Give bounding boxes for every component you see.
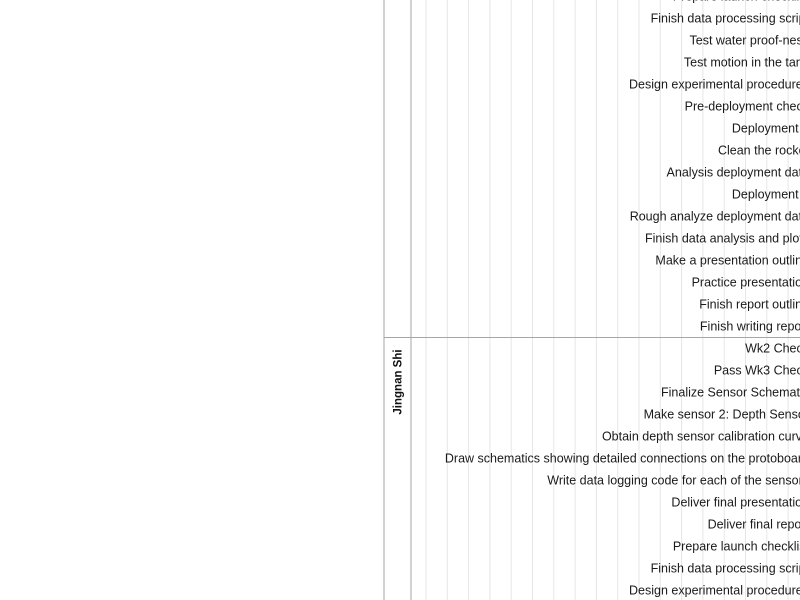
task-label: Finish writing report [700, 320, 800, 334]
task-label: Finish data processing script [651, 562, 800, 576]
task-label: Wk2 Check [745, 342, 800, 356]
task-label: Finish report outline [699, 298, 800, 312]
task-label: Finish data analysis and plots [645, 232, 800, 246]
task-label: Prepare launch checklist [673, 540, 800, 554]
task-label: Deployment 2 [732, 188, 800, 202]
task-label: Test water proof-ness [690, 34, 800, 48]
task-label: Practice presentation [692, 276, 800, 290]
time-grid [425, 0, 789, 600]
task-label: Pre-deployment check [685, 100, 800, 114]
task-label: Finish data processing script [651, 12, 800, 26]
task-label: Draw schematics showing detailed connect… [445, 452, 800, 466]
task-label: Make sensor 2: Depth Sensor [644, 408, 800, 422]
task-label: Clean the rocket [718, 144, 800, 158]
person-label: Jingnan Shi [393, 349, 405, 414]
task-label: Design experimental procedures [629, 584, 800, 598]
task-label: Design experimental procedures [629, 78, 800, 92]
task-label: Test motion in the tank [684, 56, 800, 70]
task-label: Prepare launch checklist [673, 0, 800, 4]
task-label: Make a presentation outline [655, 254, 800, 268]
task-label: Rough analyze deployment data [630, 210, 800, 224]
task-label: Deployment 1 [732, 122, 800, 136]
task-label: Pass Wk3 Check [714, 364, 800, 378]
task-label: Obtain depth sensor calibration curve [602, 430, 800, 444]
task-label: Finalize Sensor Schematic [661, 386, 800, 400]
task-label: Deliver final report [708, 518, 800, 532]
task-label: Deliver final presentation [671, 496, 800, 510]
task-label: Analysis deployment data [667, 166, 800, 180]
task-label: Write data logging code for each of the … [547, 474, 800, 488]
